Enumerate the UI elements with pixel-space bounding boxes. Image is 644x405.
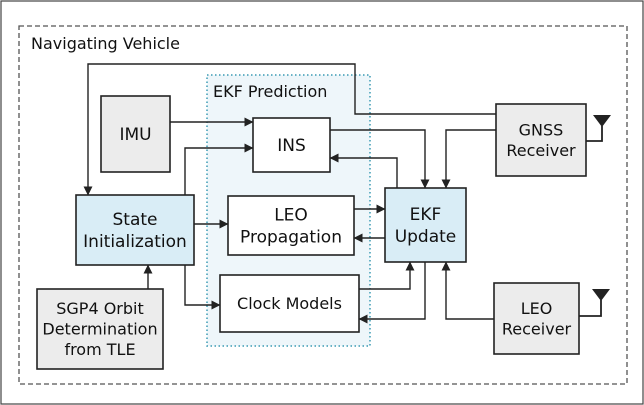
leo-rx-label-line-1: LEO [521, 299, 553, 318]
ins-label-line-1: INS [277, 136, 306, 156]
sgp4-box [36, 288, 164, 370]
ekf-update-to-clock-arrow [358, 262, 426, 324]
ekf-update-label-line-1: EKF [410, 205, 442, 225]
imu-label-line-1: IMU [119, 125, 151, 145]
leo-rx-label-line-2: Receiver [502, 319, 572, 338]
gnss-to-state-init-arrow [83, 63, 496, 196]
sgp4-label-line-1: SGP4 Orbit [56, 299, 144, 318]
sgp4-label-line-2: Determination [42, 320, 157, 339]
imu-box [100, 95, 171, 173]
ekf-update-label-line-2: Update [395, 227, 457, 247]
connectors [83, 63, 496, 324]
ins-block: INS [252, 117, 331, 173]
state-init-to-clock-arrow [184, 265, 221, 310]
navigating-vehicle-region [18, 25, 628, 385]
blocks: IMUINSStateInitializationLEOPropagationC… [36, 95, 587, 370]
clock-label-line-1: Clock Models [237, 294, 342, 313]
imu-block: IMU [100, 95, 171, 173]
leo-prop-box [227, 195, 355, 256]
clock-block: Clock Models [219, 274, 360, 333]
state-init-label-line-2: Initialization [83, 232, 187, 252]
ekf-update-box [384, 187, 467, 263]
state-init-to-ins-arrow [184, 143, 254, 195]
clock-to-ekf-update-arrow [359, 261, 415, 290]
ekf-update-to-ins-arrow [329, 153, 398, 188]
leo-prop-label-line-2: Propagation [240, 227, 342, 247]
state-init-box [75, 194, 195, 266]
state-init-label-line-1: State [113, 210, 158, 230]
gnss-label-line-1: GNSS [519, 120, 564, 139]
clock-box [219, 274, 360, 333]
leo-prop-label-line-1: LEO [274, 206, 308, 226]
navigating-vehicle-label: Navigating Vehicle [31, 34, 180, 53]
gnss-to-ekf-update-arrow [441, 129, 496, 189]
leo-antenna-icon [579, 289, 610, 317]
leo-rx-box [493, 282, 580, 355]
gnss-box [495, 103, 587, 177]
gnss-block: GNSS Receiver [495, 103, 587, 177]
sgp4-label-line-3: from TLE [64, 340, 135, 359]
ekf-prediction-label: EKF Prediction [213, 82, 327, 101]
ins-to-ekf-update-arrow [330, 129, 430, 189]
leo-rx-to-ekf-update-arrow [441, 261, 494, 320]
gnss-antenna-icon [586, 115, 611, 142]
gnss-label-line-2: Receiver [506, 141, 576, 160]
ins-box [252, 117, 331, 173]
